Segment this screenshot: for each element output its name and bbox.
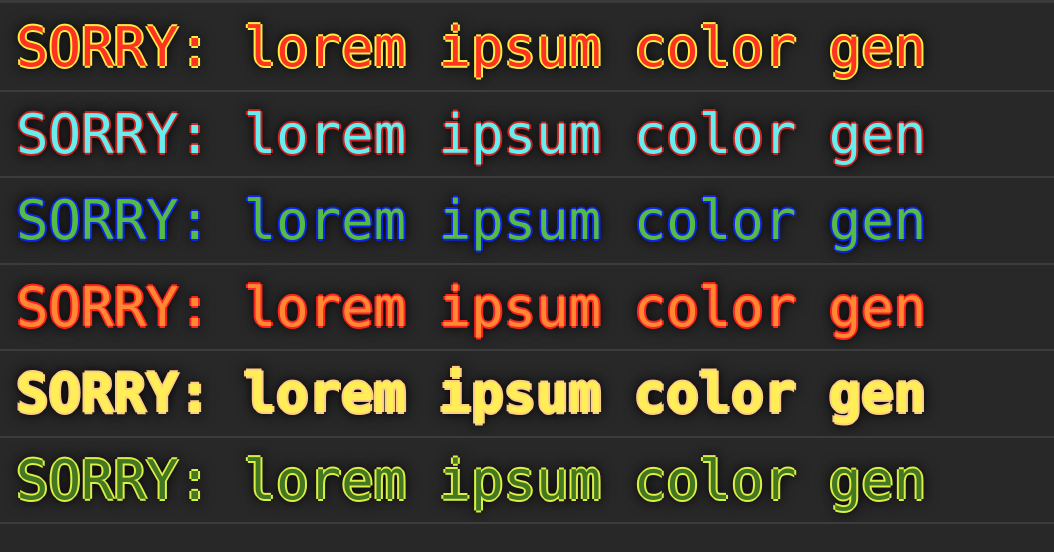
console-line-5: SORRY: lorem ipsum color gen — [0, 351, 1054, 438]
console-line-4: SORRY: lorem ipsum color gen — [0, 265, 1054, 351]
console-line-3: SORRY: lorem ipsum color gen — [0, 178, 1054, 265]
console-line-1: SORRY: lorem ipsum color gen — [0, 5, 1054, 92]
console-line-6: SORRY: lorem ipsum color gen — [0, 438, 1054, 524]
console-line-2: SORRY: lorem ipsum color gen — [0, 92, 1054, 178]
